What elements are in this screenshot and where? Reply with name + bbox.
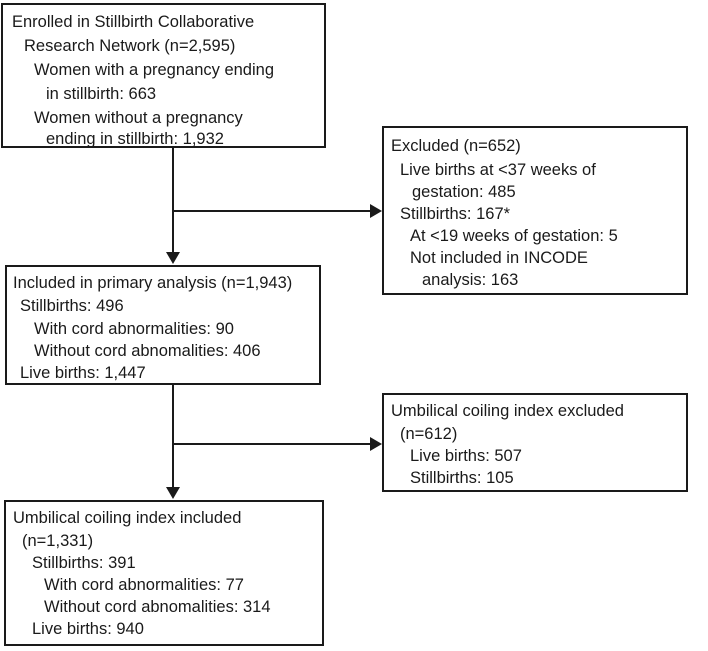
primary-with-cord: With cord abnormalities: 90 [34, 320, 234, 338]
primary-title: Included in primary analysis (n=1,943) [13, 274, 293, 292]
arrowhead-to-uci-included [166, 487, 180, 499]
primary-stillbirths: Stillbirths: 496 [20, 297, 124, 315]
uci-included-live-births: Live births: 940 [32, 620, 144, 638]
uci-excluded-n: (n=612) [400, 425, 458, 443]
uci-included-box: Umbilical coiling index included (n=1,33… [4, 500, 324, 646]
primary-live-births: Live births: 1,447 [20, 364, 146, 382]
enrolled-box: Enrolled in Stillbirth Collaborative Res… [1, 3, 326, 148]
enrolled-stillbirth-count: in stillbirth: 663 [46, 85, 157, 103]
uci-excluded-box: Umbilical coiling index excluded (n=612)… [382, 393, 688, 492]
primary-without-cord: Without cord abnomalities: 406 [34, 342, 261, 360]
uci-included-n: (n=1,331) [22, 532, 94, 550]
enrolled-title: Enrolled in Stillbirth Collaborative [12, 13, 255, 31]
excluded-live-births-label: Live births at <37 weeks of [400, 161, 596, 179]
enrolled-nonstillbirth-label: Women without a pregnancy [34, 109, 243, 127]
primary-analysis-box: Included in primary analysis (n=1,943) S… [5, 265, 321, 385]
uci-excluded-stillbirths: Stillbirths: 105 [410, 469, 514, 487]
uci-included-without-cord: Without cord abnomalities: 314 [44, 598, 271, 616]
excluded-live-births-count: gestation: 485 [412, 183, 516, 201]
uci-excluded-title: Umbilical coiling index excluded [391, 402, 624, 420]
arrowhead-to-primary [166, 252, 180, 264]
excluded-early-gestation: At <19 weeks of gestation: 5 [410, 227, 618, 245]
arrowhead-to-uci-excluded [370, 437, 382, 451]
enrolled-nonstillbirth-count: ending in stillbirth: 1,932 [46, 130, 224, 148]
excluded-not-incode-count: analysis: 163 [422, 271, 519, 289]
uci-included-title: Umbilical coiling index included [13, 509, 242, 527]
enrolled-title-cont: Research Network (n=2,595) [24, 37, 236, 55]
excluded-title: Excluded (n=652) [391, 137, 521, 155]
uci-included-with-cord: With cord abnormalities: 77 [44, 576, 244, 594]
excluded-box: Excluded (n=652) Live births at <37 week… [382, 126, 688, 295]
enrolled-stillbirth-label: Women with a pregnancy ending [34, 61, 275, 79]
uci-included-stillbirths: Stillbirths: 391 [32, 554, 136, 572]
excluded-stillbirths: Stillbirths: 167* [400, 205, 511, 223]
excluded-not-incode-label: Not included in INCODE [410, 249, 588, 267]
uci-excluded-live-births: Live births: 507 [410, 447, 522, 465]
arrowhead-to-excluded [370, 204, 382, 218]
